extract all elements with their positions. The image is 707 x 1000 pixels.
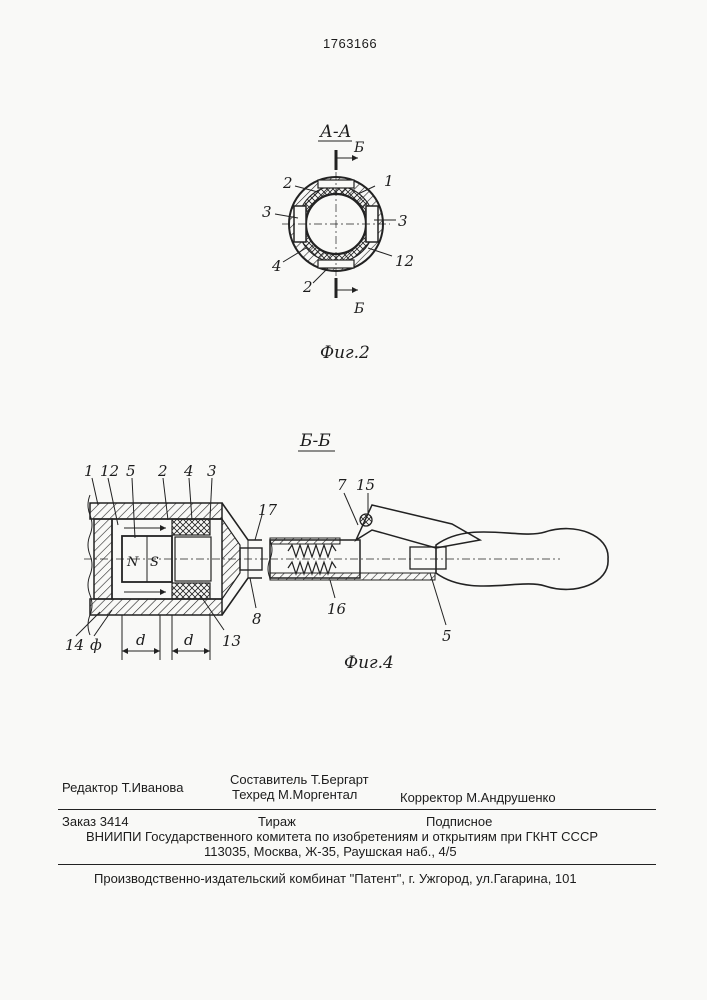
fig4-callout-16: 16: [327, 600, 347, 618]
fig2-callout-3-right: 3: [398, 212, 408, 230]
fig4-caption: Фиг.4: [344, 653, 394, 673]
magnet-pole-s: S: [150, 555, 159, 570]
fig2-callout-1: 1: [384, 172, 394, 190]
figure-4: Б-Б N S: [65, 431, 608, 673]
fig4-callout-7: 7: [337, 476, 347, 494]
fig4-callout-1: 1: [84, 462, 94, 480]
fig4-callout-3: 3: [207, 462, 217, 480]
cross-section-aa: [282, 172, 390, 278]
fig4-callout-12: 12: [100, 462, 119, 480]
imprint-rule-bottom: [58, 864, 656, 865]
fig2-callout-3-left: 3: [262, 203, 272, 221]
imprint-publisher: Производственно-издательский комбинат "П…: [94, 871, 577, 886]
fig4-callout-14: 14: [65, 636, 84, 654]
fig4-callout-8: 8: [252, 610, 262, 628]
imprint-circulation: Тираж: [258, 814, 296, 829]
imprint-rule-top: [58, 809, 656, 810]
fig4-callout-15: 15: [356, 476, 375, 494]
fig4-callout-f: ф: [90, 636, 102, 654]
fig2-callout-4: 4: [271, 257, 282, 275]
imprint-address: 113035, Москва, Ж-35, Раушская наб., 4/5: [204, 844, 457, 859]
fig4-callout-2: 2: [157, 462, 168, 480]
fig4-dimension-d-2: d: [184, 631, 194, 649]
fig4-section-title: Б-Б: [299, 431, 331, 451]
imprint-compiler: Составитель Т.Бергарт: [230, 772, 369, 787]
imprint-order: Заказ 3414: [62, 814, 129, 829]
cut-mark-bottom-label: Б: [353, 301, 364, 317]
fig4-callout-13: 13: [222, 632, 241, 650]
fig2-caption: Фиг.2: [320, 343, 370, 363]
imprint-techred: Техред М.Моргентал: [232, 787, 357, 802]
spring: [288, 545, 336, 557]
fig2-callout-2-top: 2: [282, 174, 293, 192]
magnet-pole-n: N: [126, 555, 139, 570]
fig4-dimension-d-1: d: [136, 631, 146, 649]
left-housing-assembly: N S: [84, 495, 268, 635]
fig4-callout-5-bottom: 5: [442, 627, 452, 645]
fig4-callout-5: 5: [126, 462, 136, 480]
trigger-lever: [356, 505, 480, 548]
fig2-section-title: А-А: [319, 122, 352, 142]
cut-mark-top-label: Б: [353, 140, 364, 156]
right-handle-assembly: [268, 505, 608, 589]
imprint-subscription: Подписное: [426, 814, 492, 829]
fig2-callout-2-bottom: 2: [302, 278, 313, 296]
fig4-callout-4: 4: [183, 462, 194, 480]
imprint-institute: ВНИИПИ Государственного комитета по изоб…: [86, 829, 598, 844]
fig4-callout-17: 17: [258, 501, 278, 519]
technical-drawings: А-А Б Б 2 1: [0, 0, 707, 760]
imprint-corrector: Корректор М.Андрушенко: [400, 790, 556, 805]
fig2-callout-12: 12: [395, 252, 414, 270]
figure-2: А-А Б Б 2 1: [262, 122, 414, 363]
imprint-editor: Редактор Т.Иванова: [62, 780, 183, 795]
